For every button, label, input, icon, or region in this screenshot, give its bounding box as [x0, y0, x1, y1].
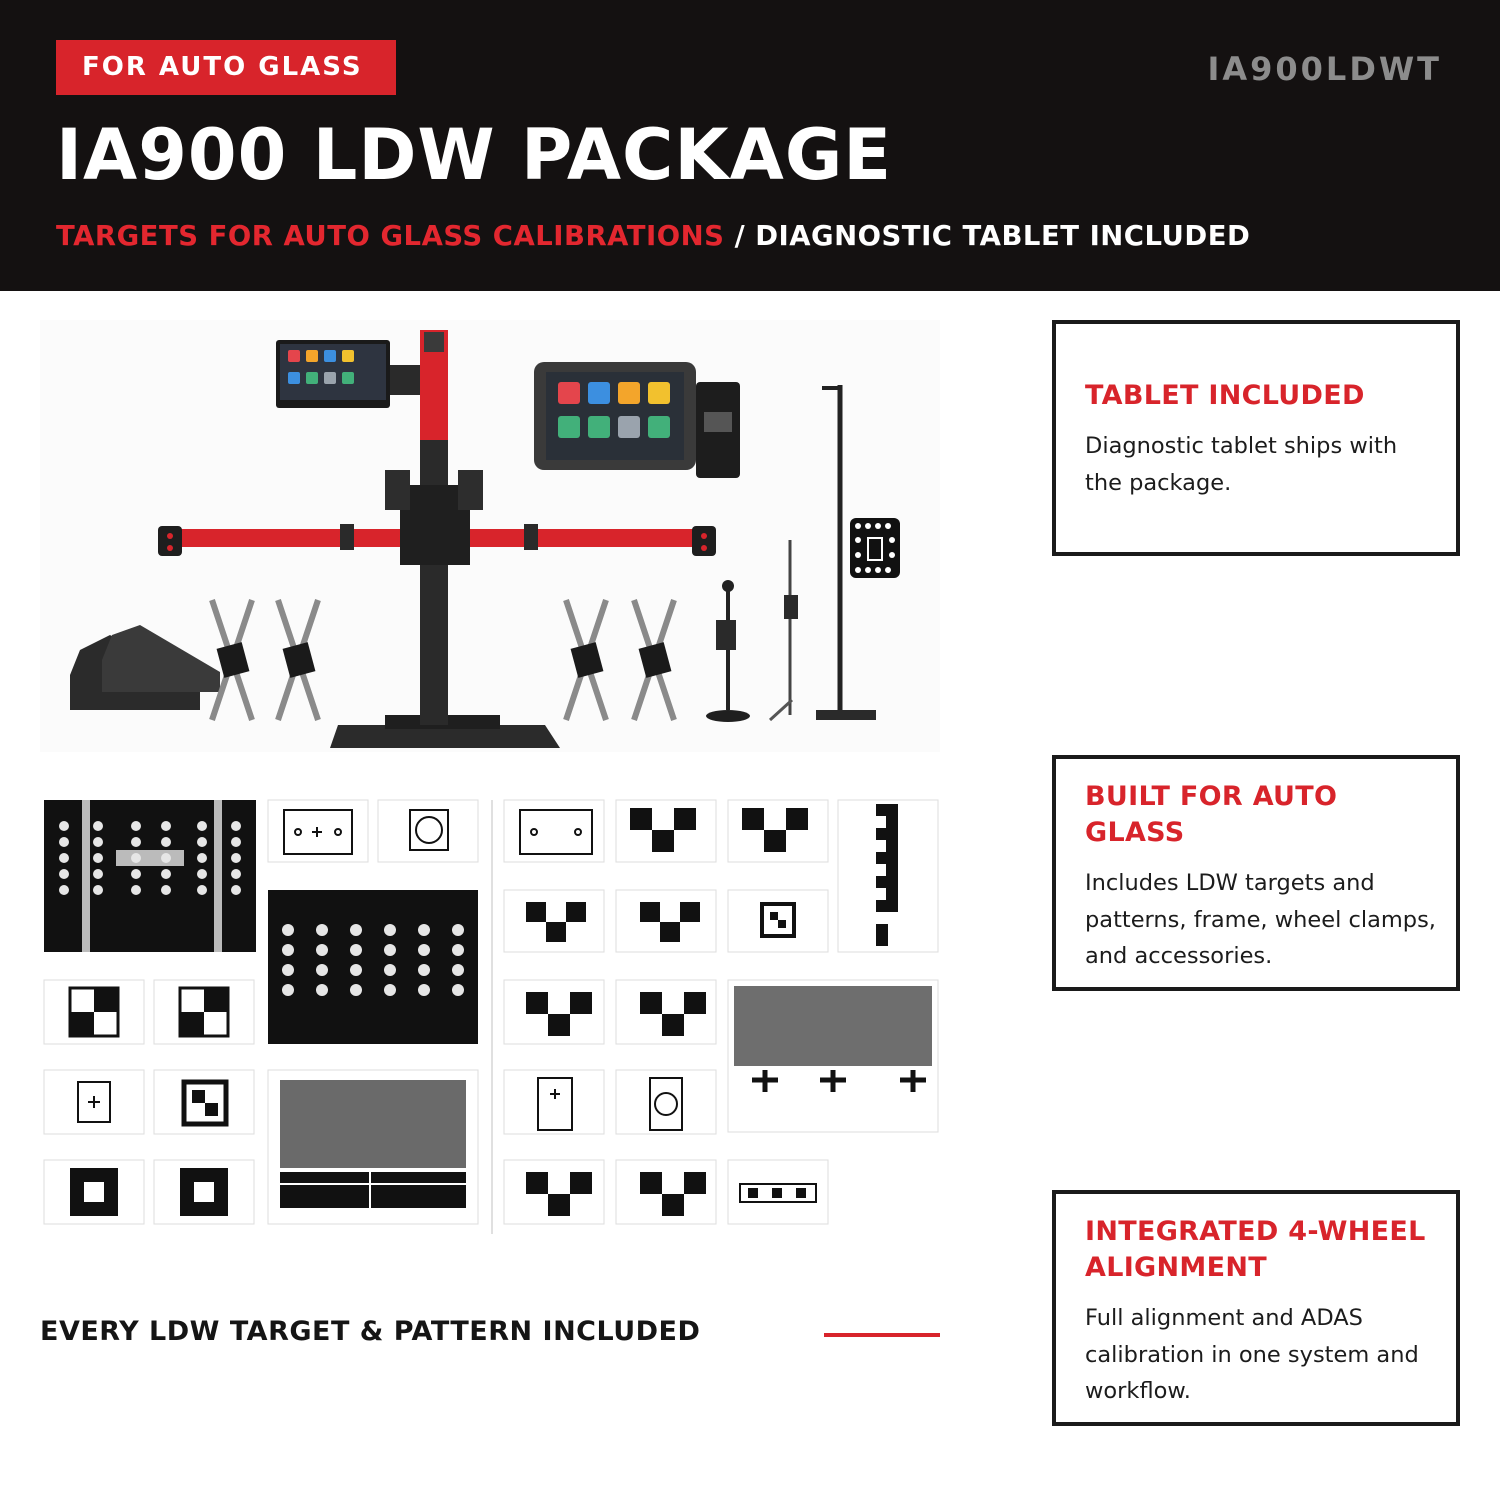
feature-body: Includes LDW targets and patterns, frame…	[1085, 870, 1436, 969]
feature-box-alignment: INTEGRATED 4-WHEEL ALIGNMENT Full alignm…	[1052, 1190, 1460, 1426]
subtitle-tablet: / DIAGNOSTIC TABLET INCLUDED	[734, 220, 1251, 252]
targets-image	[40, 798, 940, 1238]
equipment-illustration	[70, 330, 900, 748]
feature-title: TABLET INCLUDED	[1085, 380, 1365, 411]
category-badge: FOR AUTO GLASS	[56, 40, 396, 95]
feature-title: INTEGRATED 4-WHEEL ALIGNMENT	[1085, 1216, 1426, 1283]
product-sku: IA900LDWT	[1207, 50, 1442, 88]
feature-body: Diagnostic tablet ships with the package…	[1085, 433, 1398, 496]
page-title: IA900 LDW PACKAGE	[56, 114, 893, 196]
header-banner: FOR AUTO GLASS IA900LDWT IA900 LDW PACKA…	[0, 0, 1500, 291]
page-subtitle: TARGETS FOR AUTO GLASS CALIBRATIONS / DI…	[56, 214, 1250, 258]
equipment-image	[40, 320, 940, 752]
targets-caption: EVERY LDW TARGET & PATTERN INCLUDED	[40, 1316, 701, 1347]
feature-box-auto-glass: BUILT FOR AUTO GLASS Includes LDW target…	[1052, 755, 1460, 991]
subtitle-targets: TARGETS FOR AUTO GLASS CALIBRATIONS	[56, 220, 725, 252]
feature-body: Full alignment and ADAS calibration in o…	[1085, 1305, 1419, 1404]
targets-illustration	[43, 799, 939, 1234]
caption-accent-rule	[824, 1333, 940, 1337]
feature-box-tablet: TABLET INCLUDED Diagnostic tablet ships …	[1052, 320, 1460, 556]
feature-title: BUILT FOR AUTO GLASS	[1085, 781, 1338, 848]
